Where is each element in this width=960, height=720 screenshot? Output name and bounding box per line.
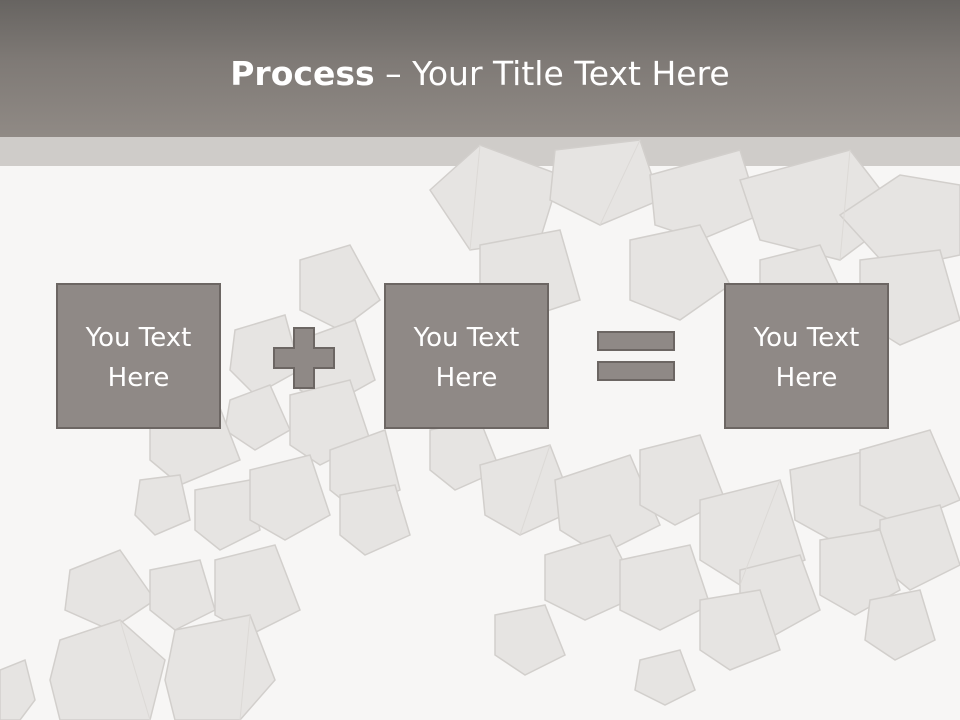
slide-title[interactable]: Process – Your Title Text Here [0,52,960,96]
process-box-1[interactable]: You Text Here [56,283,221,429]
process-box-3[interactable]: You Text Here [724,283,889,429]
box-2-line-2: Here [435,363,498,393]
box-1-line-1: You Text [85,323,192,353]
equals-icon-bottom-bar [597,361,675,381]
box-3-line-2: Here [775,363,838,393]
title-bold-part: Process [230,54,375,93]
process-box-3-text: You Text Here [726,318,887,398]
process-box-1-text: You Text Here [58,318,219,398]
equals-icon-top-bar [597,331,675,351]
background-cubes-image [0,139,960,720]
plus-icon [273,327,335,389]
process-box-2-text: You Text Here [386,318,547,398]
box-1-line-2: Here [107,363,170,393]
title-rest-part: – Your Title Text Here [374,54,730,93]
process-box-2[interactable]: You Text Here [384,283,549,429]
title-banner [0,0,960,137]
box-2-line-1: You Text [413,323,520,353]
box-3-line-1: You Text [753,323,860,353]
